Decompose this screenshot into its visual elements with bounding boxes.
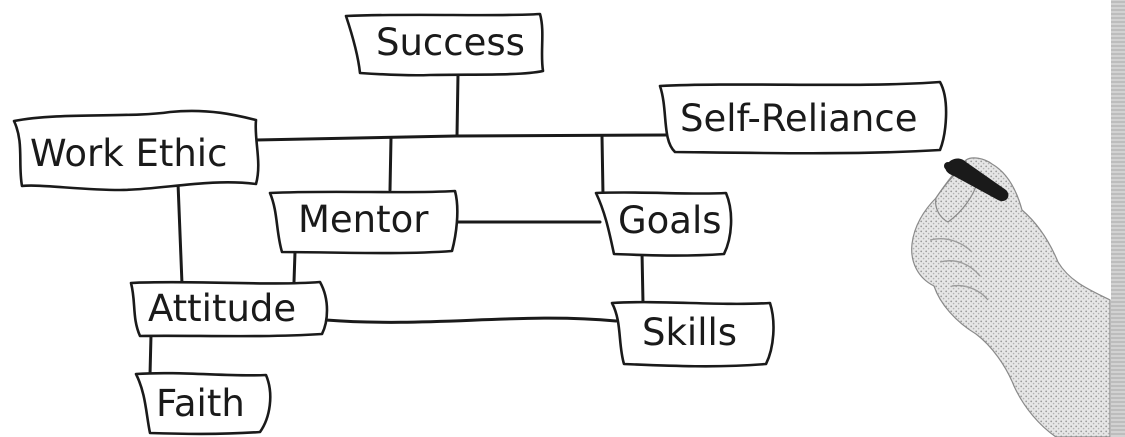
node-self-reliance: Self-Reliance — [658, 80, 948, 155]
hand-holding-marker-icon — [911, 157, 1111, 437]
node-attitude-label: Attitude — [148, 287, 296, 330]
node-work-ethic: Work Ethic — [12, 109, 260, 192]
edge-trunk-to-goals — [600, 134, 605, 197]
node-goals-box — [594, 191, 733, 257]
edge-workethic-to-attitude — [176, 181, 184, 286]
marker-pen — [945, 158, 1009, 202]
node-self-reliance-label: Self-Reliance — [680, 97, 917, 140]
edge-mentor-to-attitude — [292, 250, 297, 284]
node-mentor: Mentor — [268, 189, 459, 255]
node-success-label: Success — [376, 21, 525, 64]
connector-lines — [148, 72, 670, 377]
edge-success-to-trunk — [455, 72, 460, 138]
edge-attitude-to-skills — [324, 316, 618, 324]
node-attitude: Attitude — [129, 280, 329, 338]
edge-trunk-horizontal — [254, 133, 670, 142]
node-faith: Faith — [134, 371, 272, 436]
node-mentor-label: Mentor — [298, 198, 429, 241]
node-mentor-box — [268, 189, 459, 255]
node-success: Success — [344, 12, 545, 77]
edge-trunk-to-mentor — [388, 136, 393, 192]
node-skills-box — [610, 300, 775, 368]
node-skills-label: Skills — [642, 311, 737, 354]
node-goals: Goals — [594, 191, 733, 257]
node-self-reliance-box — [658, 80, 948, 155]
node-success-box — [344, 12, 545, 77]
node-faith-box — [134, 371, 272, 436]
marker-tip — [944, 162, 952, 170]
node-work-ethic-label: Work Ethic — [30, 132, 227, 175]
edge-goals-to-skills — [640, 250, 645, 305]
page-edge-strip — [1111, 0, 1125, 437]
node-skills: Skills — [610, 300, 775, 368]
node-work-ethic-box — [12, 109, 260, 192]
node-attitude-box — [129, 280, 329, 338]
node-faith-label: Faith — [156, 382, 245, 425]
edge-attitude-to-faith — [148, 333, 153, 377]
node-goals-label: Goals — [618, 199, 722, 242]
finger-shade — [929, 238, 989, 301]
